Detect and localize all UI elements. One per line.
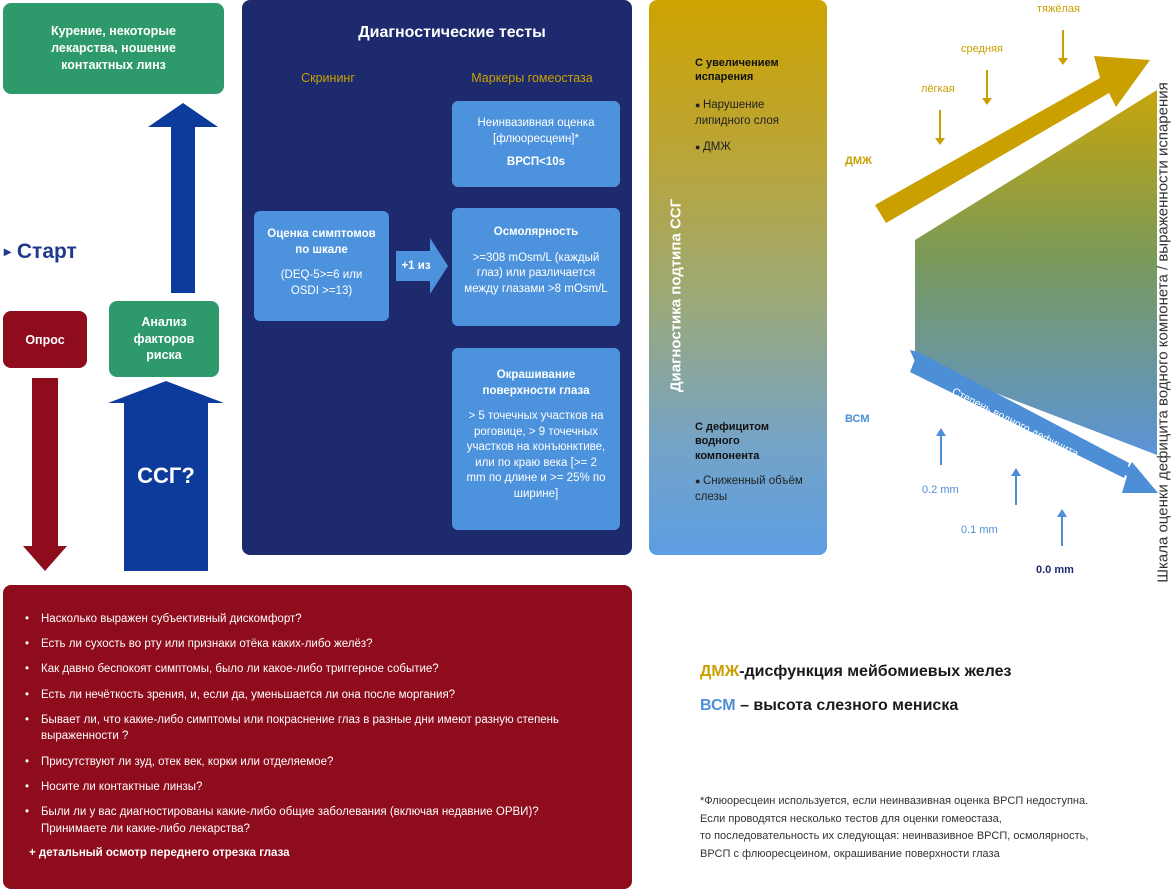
symptom-body: (DEQ-5>=6 или OSDI >=13) — [280, 269, 363, 297]
label-medium: средняя — [961, 43, 1003, 55]
footnote-line: то последовательность их следующая: неин… — [700, 830, 1089, 843]
subtype-panel — [649, 0, 827, 555]
footnote-line: Если проводятся несколько тестов для оце… — [700, 812, 1002, 825]
osmolarity-title: Осмолярность — [493, 226, 579, 238]
question-list: Насколько выражен субъективный дискомфор… — [25, 611, 612, 837]
up-arrow-to-risks — [148, 103, 218, 293]
label-00mm: 0.0 mm — [1036, 564, 1074, 576]
osmolarity-body: >=308 mOsm/L (каждый глаз) или различает… — [464, 251, 608, 295]
legend-vsm-def: – высота слезного мениска — [735, 697, 959, 714]
question-item: Есть ли нечёткость зрения, и, если да, у… — [25, 687, 612, 704]
tbut-threshold: ВРСП<10s — [506, 156, 566, 169]
question-item: Есть ли сухость во рту или признаки отёк… — [25, 636, 612, 653]
question-item: Присутствуют ли зуд, отек век, корки или… — [25, 754, 612, 771]
start-label: ▸ Старт — [4, 240, 77, 264]
survey-box: Опрос — [3, 311, 87, 368]
question-item: Были ли у вас диагностированы какие-либо… — [25, 804, 585, 837]
footnote-line: ВРСП с флюоресцеином, окрашивание поверх… — [700, 847, 1000, 860]
aqueous-group: С дефицитом водного компонента Сниженный… — [695, 420, 820, 505]
legend-vsm: ВСМ – высота слезного мениска — [700, 697, 958, 715]
evaporation-arrow — [875, 56, 1150, 223]
evap-item: ДМЖ — [695, 139, 820, 155]
evap-group: С увеличением испарения Нарушение липидн… — [695, 56, 820, 155]
start-chevron-icon: ▸ — [4, 243, 12, 259]
staining-title: Окрашивание поверхности глаза — [482, 369, 590, 397]
staining-box: Окрашивание поверхности глаза > 5 точечн… — [452, 348, 620, 530]
aqueous-title: С дефицитом водного компонента — [695, 421, 769, 462]
survey-text: Опрос — [25, 332, 65, 347]
legend-dmzh-abbr: ДМЖ — [700, 663, 740, 680]
gold-down-arrows — [935, 30, 1068, 145]
label-01mm: 0.1 mm — [961, 524, 998, 536]
label-vsm: ВСМ — [845, 413, 870, 425]
osmolarity-box: Осмолярность >=308 mOsm/L (каждый глаз) … — [452, 208, 620, 326]
evap-title: С увеличением испарения — [695, 57, 779, 84]
symptom-score-box: Оценка симптомов по шкале (DEQ-5>=6 или … — [254, 211, 389, 321]
question-item: Бывает ли, что какие-либо симптомы или п… — [25, 712, 585, 745]
risk-analysis-box: Анализ факторов риска — [109, 301, 219, 377]
ssg-text: ССГ? — [137, 463, 195, 488]
label-light: лёгкая — [921, 83, 955, 95]
question-item: Носите ли контактные линзы? — [25, 779, 612, 796]
aqueous-item: Сниженный объём слезы — [695, 473, 820, 505]
evap-item: Нарушение липидного слоя — [695, 97, 820, 129]
legend-dmzh-def: -дисфункция мейбомиевых желез — [739, 663, 1012, 680]
risk-factors-text: Курение, некоторые лекарства, ношение ко… — [51, 24, 176, 72]
questions-footer: + детальный осмотр переднего отрезка гла… — [29, 847, 290, 860]
plus-one-label: +1 из — [401, 260, 431, 272]
tests-title: Диагностические тесты — [358, 24, 546, 41]
risk-analysis-text: Анализ факторов риска — [133, 314, 195, 363]
tbut-box: Неинвазивная оценка [флюоресцеин]* ВРСП<… — [452, 101, 620, 187]
ssg-up-arrow — [108, 381, 224, 571]
blue-up-arrows — [936, 428, 1067, 546]
label-severe: тяжёлая — [1037, 3, 1080, 15]
down-arrow-survey — [23, 378, 67, 571]
tbut-line1: Неинвазивная оценка [флюоресцеин]* — [477, 117, 595, 145]
markers-label: Маркеры гомеостаза — [471, 71, 593, 85]
risk-factors-box: Курение, некоторые лекарства, ношение ко… — [3, 3, 224, 94]
symptom-title: Оценка симптомов по шкале — [267, 228, 376, 256]
footnote-line: *Флюоресцеин используется, если неинвази… — [700, 795, 1089, 807]
screening-label: Скрининг — [301, 71, 355, 85]
plus-one-arrow — [396, 238, 448, 294]
label-02mm: 0.2 mm — [922, 484, 959, 496]
legend-dmzh: ДМЖ-дисфункция мейбомиевых желез — [700, 663, 1011, 681]
question-item: Насколько выражен субъективный дискомфор… — [25, 611, 612, 628]
staining-body: > 5 точечных участков на роговице, > 9 т… — [466, 410, 606, 500]
label-dmzh: ДМЖ — [845, 155, 872, 167]
ssg-label: ССГ? — [124, 463, 208, 489]
question-item: Как давно беспокоят симптомы, было ли ка… — [25, 661, 612, 678]
survey-questions-panel: Насколько выражен субъективный дискомфор… — [3, 585, 632, 889]
legend-vsm-abbr: ВСМ — [700, 697, 736, 714]
start-text: Старт — [16, 240, 77, 263]
footnote: *Флюоресцеин используется, если неинвази… — [700, 793, 1088, 863]
severity-trapezoid — [915, 90, 1157, 455]
